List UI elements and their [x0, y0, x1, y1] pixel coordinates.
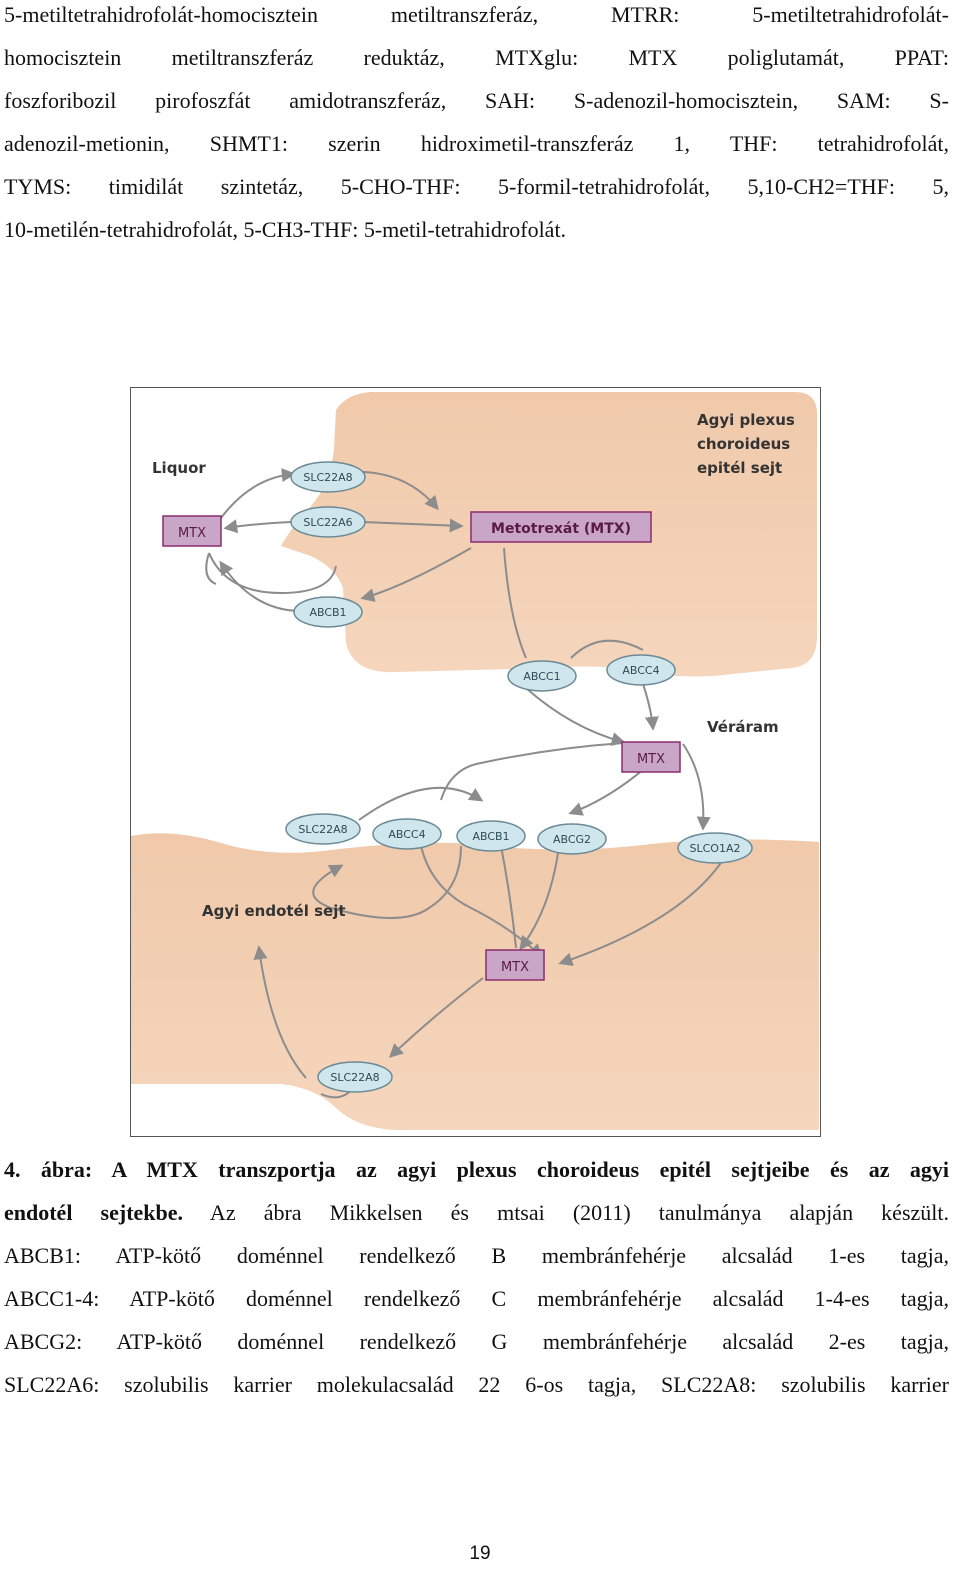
transporter-abcb1-mid: ABCB1	[456, 820, 526, 852]
caption-line: endotél sejtekbe. Az ábra Mikkelsen és m…	[4, 1191, 949, 1234]
svg-text:ABCG2: ABCG2	[553, 833, 591, 846]
figure-diagram: MTX Metotrexát (MTX) MTX MTX SLC22A8 SLC…	[131, 392, 819, 1131]
svg-text:ABCB1: ABCB1	[309, 606, 346, 619]
svg-text:SLCO1A2: SLCO1A2	[690, 842, 741, 855]
transporter-abcc4-top: ABCC4	[606, 654, 676, 686]
mtx-transport-figure: MTX Metotrexát (MTX) MTX MTX SLC22A8 SLC…	[130, 387, 821, 1137]
transporter-slc22a8-bottom: SLC22A8	[317, 1061, 393, 1093]
svg-text:Metotrexát (MTX): Metotrexát (MTX)	[491, 521, 631, 537]
top-paragraph: 5-metiltetrahidrofolát-homocisztein meti…	[4, 0, 949, 251]
top-paragraph-line: TYMS: timidilát szintetáz, 5-CHO-THF: 5-…	[4, 174, 949, 199]
caption-title-end: endotél sejtekbe.	[4, 1200, 184, 1225]
transporter-slc22a6-top: SLC22A6	[290, 506, 366, 538]
top-paragraph-line: homocisztein metiltranszferáz reduktáz, …	[4, 45, 949, 70]
figure-caption: 4. ábra: A MTX transzportja az agyi plex…	[4, 1148, 949, 1406]
endothelial-cell	[131, 833, 819, 1131]
transporter-slc22a8-top: SLC22A8	[290, 461, 366, 493]
svg-text:SLC22A8: SLC22A8	[303, 471, 352, 484]
top-paragraph-line: 5-metiltetrahidrofolát-homocisztein meti…	[4, 2, 949, 27]
caption-title: 4. ábra: A MTX transzportja az agyi plex…	[4, 1148, 949, 1191]
caption-title-text: 4. ábra: A MTX transzportja az agyi plex…	[4, 1157, 949, 1182]
transporter-abcb1-top: ABCB1	[293, 596, 363, 628]
svg-text:ABCC4: ABCC4	[388, 828, 425, 841]
svg-text:MTX: MTX	[637, 752, 665, 767]
mtx-box-blood: MTX	[621, 741, 681, 773]
caption-line: SLC22A6: szolubilis karrier molekulacsal…	[4, 1372, 949, 1397]
caption-line: ABCC1-4: ATP-kötő doménnel rendelkező C …	[4, 1286, 949, 1311]
page-number: 19	[469, 1543, 491, 1564]
svg-text:MTX: MTX	[501, 960, 529, 975]
mtx-box-metotrexat: Metotrexát (MTX)	[470, 511, 652, 543]
top-paragraph-line: adenozil-metionin, SHMT1: szerin hidroxi…	[4, 131, 949, 156]
label-liquor: Liquor	[152, 459, 206, 477]
svg-text:SLC22A6: SLC22A6	[303, 516, 352, 529]
mtx-box-liquor: MTX	[162, 515, 222, 547]
label-choroid-line: Agyi plexus	[697, 411, 795, 429]
caption-line: ABCG2: ATP-kötő doménnel rendelkező G me…	[4, 1329, 949, 1354]
svg-text:MTX: MTX	[178, 526, 206, 541]
caption-source: Az ábra Mikkelsen és mtsai (2011) tanulm…	[183, 1200, 949, 1225]
transporter-abcc4-mid: ABCC4	[372, 818, 442, 850]
mtx-box-endothelial: MTX	[485, 949, 545, 981]
svg-text:ABCB1: ABCB1	[472, 830, 509, 843]
svg-text:ABCC1: ABCC1	[523, 670, 560, 683]
svg-text:ABCC4: ABCC4	[622, 664, 659, 677]
caption-line: ABCB1: ATP-kötő doménnel rendelkező B me…	[4, 1243, 949, 1268]
top-paragraph-line: 10-metilén-tetrahidrofolát, 5-CH3-THF: 5…	[4, 217, 567, 242]
label-choroid-line: choroideus	[697, 435, 790, 453]
top-paragraph-line: foszforibozil pirofoszfát amidotranszfer…	[4, 88, 949, 113]
transporter-abcc1: ABCC1	[507, 660, 577, 692]
transporter-slc22a8-mid: SLC22A8	[285, 813, 361, 845]
label-choroid-line: epitél sejt	[697, 459, 782, 477]
svg-text:SLC22A8: SLC22A8	[330, 1071, 379, 1084]
label-blood: Véráram	[707, 718, 779, 736]
transporter-abcg2: ABCG2	[537, 823, 607, 855]
transporter-slco1a2: SLCO1A2	[677, 832, 753, 864]
svg-text:SLC22A8: SLC22A8	[298, 823, 347, 836]
transport-arrows	[205, 468, 730, 1099]
label-endothelial: Agyi endotél sejt	[202, 902, 346, 920]
